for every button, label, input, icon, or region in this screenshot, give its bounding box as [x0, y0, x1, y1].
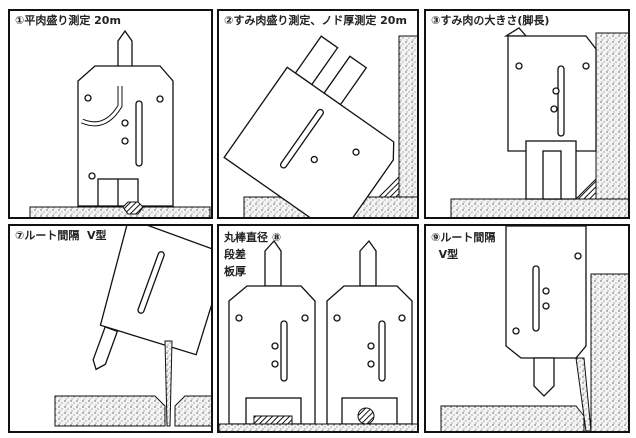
vertical-plate	[595, 32, 628, 209]
panel-round-bar-step-thickness: 丸棒直径 ⑧ 段差 板厚	[217, 224, 419, 433]
weld-bead	[574, 177, 597, 200]
taper-leaf	[164, 340, 173, 427]
label-line: 板厚	[224, 265, 246, 278]
gauge-body	[77, 29, 174, 207]
label-line: 段差	[224, 248, 246, 261]
vertical-plate	[398, 35, 417, 207]
root-gap-illustration	[54, 226, 211, 427]
panel-root-gap-v: ⑦ルート間隔 V型	[8, 224, 213, 433]
gauge-body	[92, 226, 211, 371]
fillet-throat-illustration	[223, 35, 417, 217]
panel-label: ②すみ肉盛り測定、ノド厚測定 20m	[224, 14, 407, 27]
weld-bead	[122, 201, 144, 215]
base-plate	[29, 206, 211, 217]
base-plate	[440, 405, 585, 431]
panel-flat-bead-height: ①平肉盛り測定 20m	[8, 9, 213, 219]
vertical-plate	[590, 273, 628, 431]
gauge-body	[503, 27, 597, 200]
panel-label: ⑦ルート間隔 V型	[15, 229, 107, 242]
plate-sample	[253, 415, 293, 425]
panel-fillet-throat: ②すみ肉盛り測定、ノド厚測定 20m	[217, 9, 419, 219]
left-plate	[54, 395, 166, 427]
panel-label: ①平肉盛り測定 20m	[15, 14, 121, 27]
round-bar-illustration	[219, 239, 417, 431]
panel-fillet-leg-length: ③すみ肉の大きさ(脚長)	[424, 9, 630, 219]
base-plate	[450, 198, 628, 217]
panel-root-gap-v-wall: ⑨ルート間隔 V型	[424, 224, 630, 433]
gauge-body	[505, 226, 587, 397]
right-plate	[174, 395, 211, 427]
panel-label-lines: ⑨ルート間隔 V型	[431, 229, 495, 263]
root-gap-wall-illustration	[440, 226, 628, 431]
flat-bead-illustration	[29, 29, 211, 217]
label-line: 丸棒直径 ⑧	[224, 231, 282, 244]
fillet-leg-illustration	[450, 27, 628, 217]
label-line: V型	[431, 248, 459, 261]
base-plate	[219, 423, 417, 431]
round-bar-sample	[357, 407, 375, 425]
gauge-body	[223, 35, 395, 217]
weld-bead	[377, 175, 400, 198]
gauge-right	[326, 239, 413, 425]
label-line: ⑨ルート間隔	[431, 231, 496, 244]
panel-label: ③すみ肉の大きさ(脚長)	[431, 14, 550, 27]
panel-label-lines: 丸棒直径 ⑧ 段差 板厚	[224, 229, 281, 280]
taper-leaf	[575, 357, 592, 431]
